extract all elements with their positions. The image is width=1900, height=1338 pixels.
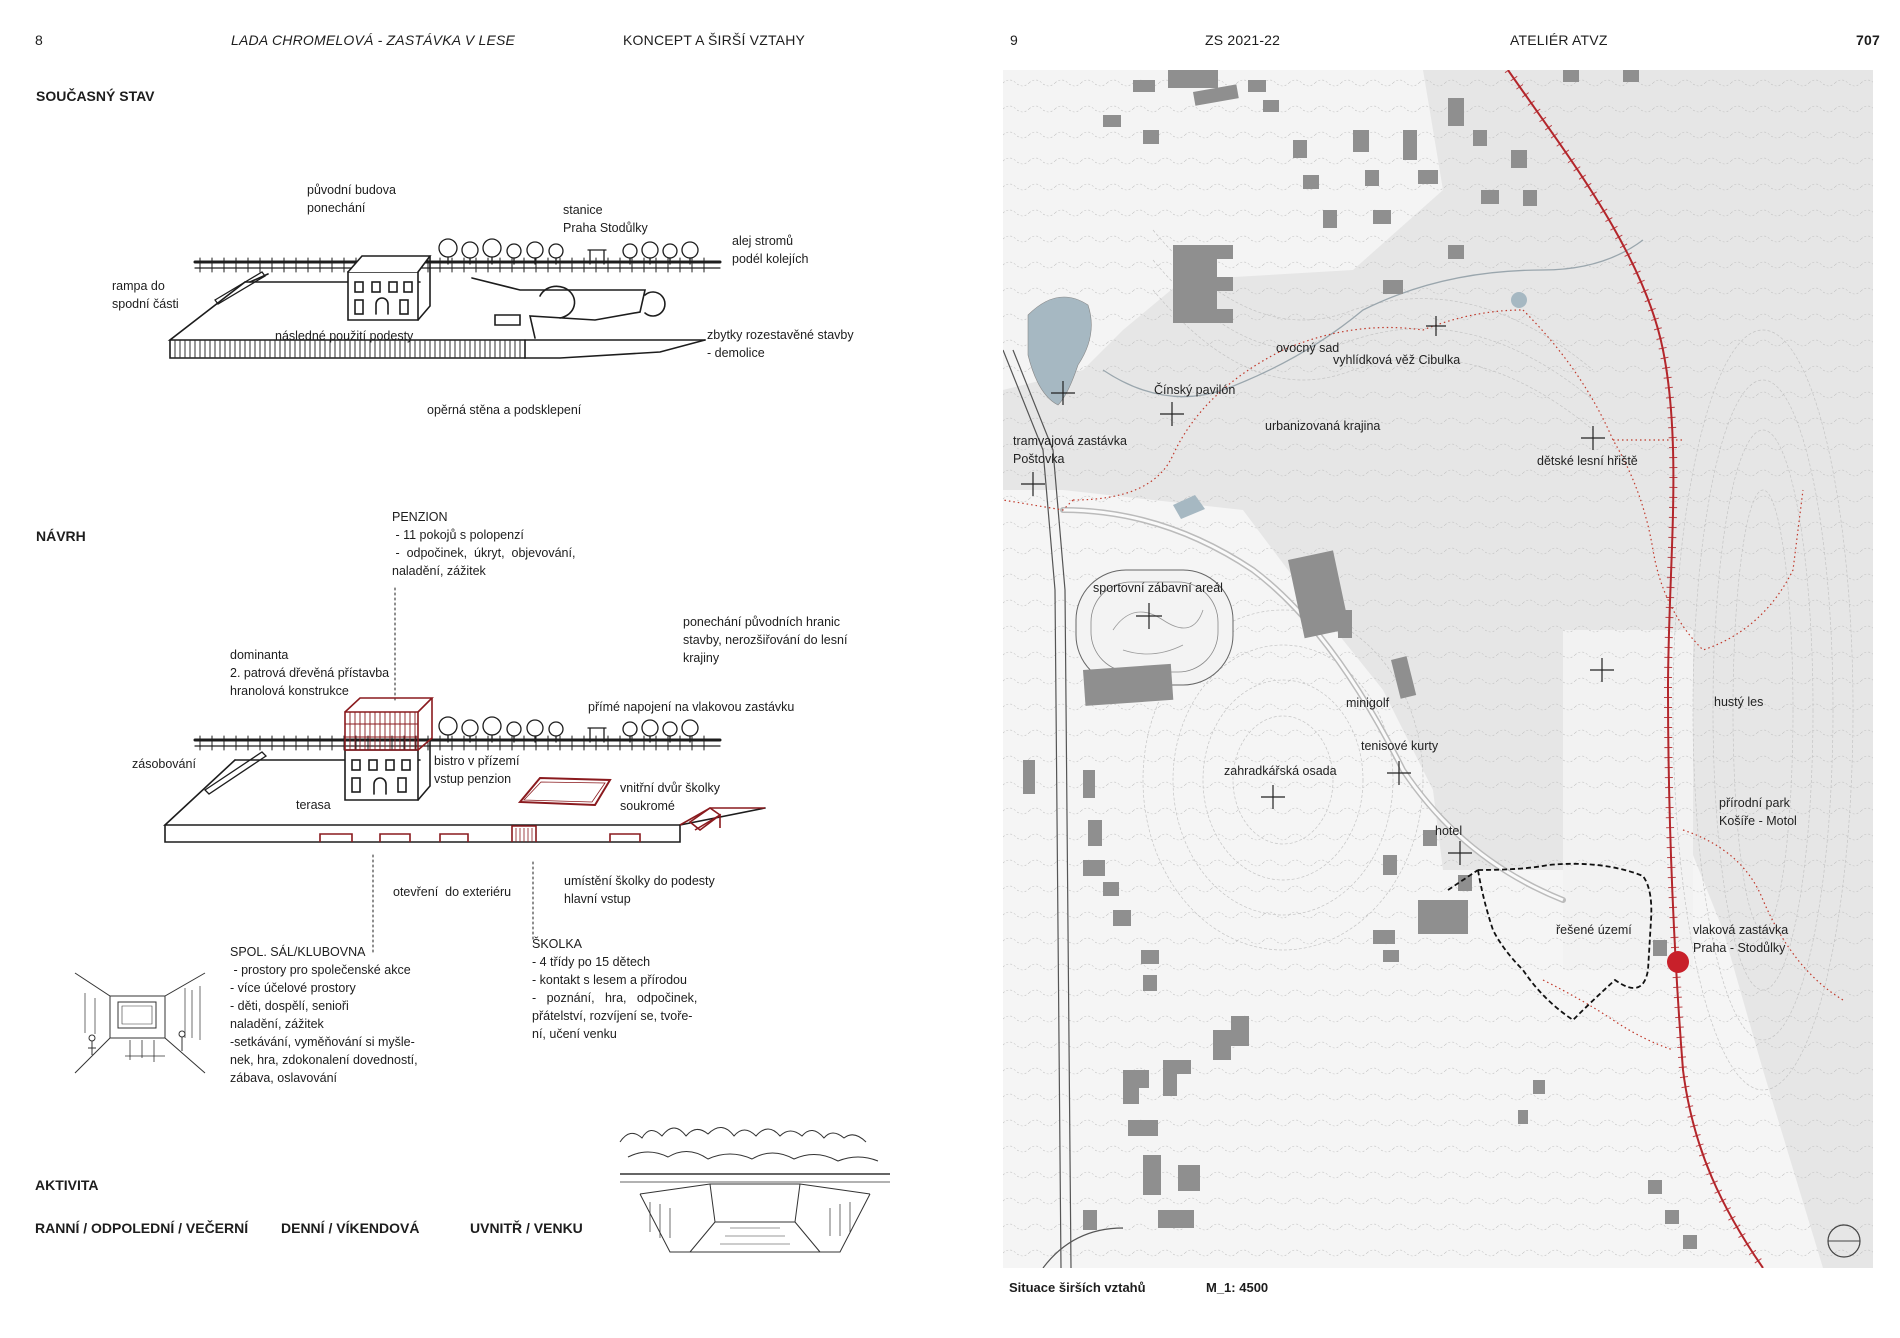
label-bistro: bistro v přízemí vstup penzion bbox=[434, 754, 520, 786]
map-label-hotel: hotel bbox=[1435, 824, 1463, 838]
map-label-train-stop: vlaková zastávka Praha - Stodůlky bbox=[1693, 923, 1789, 955]
activity-day-type: DENNÍ / VÍKENDOVÁ bbox=[281, 1220, 420, 1236]
activity-time-of-day: RANNÍ / ODPOLEDNÍ / VEČERNÍ bbox=[35, 1220, 249, 1236]
site-map: ovocný sad vyhlídková věž Cibulka Čínský… bbox=[1003, 70, 1873, 1268]
map-caption: Situace širších vztahů bbox=[1009, 1280, 1146, 1295]
label-kindergarten: ŠKOLKA - 4 třídy po 15 dětech - kontakt … bbox=[532, 937, 698, 1041]
label-remains: zbytky rozestavěné stavby - demolice bbox=[707, 328, 854, 360]
map-label-orchard: ovocný sad bbox=[1276, 341, 1340, 355]
project-number: 707 bbox=[1856, 32, 1880, 48]
map-label-urban-landscape: urbanizovaná krajina bbox=[1265, 419, 1381, 433]
map-label-solved-area: řešené území bbox=[1556, 923, 1632, 937]
label-retaining-wall: opěrná stěna a podsklepení bbox=[427, 403, 582, 417]
label-terrace: terasa bbox=[296, 798, 331, 812]
right-page-number: 9 bbox=[1010, 32, 1018, 48]
hall-interior-sketch bbox=[74, 972, 206, 1074]
activity-inside-outside: UVNITŘ / VENKU bbox=[470, 1220, 583, 1236]
proposal-sketch bbox=[162, 587, 766, 956]
section-current-state: SOUČASNÝ STAV bbox=[36, 88, 155, 104]
label-courtyard: vnitřní dvůr školky soukromé bbox=[620, 781, 721, 813]
label-opening: otevření do exteriéru bbox=[393, 885, 512, 899]
atelier: ATELIÉR ATVZ bbox=[1510, 32, 1608, 48]
site-map-drawing bbox=[1003, 70, 1873, 1268]
label-direct-link: přímé napojení na vlakovou zastávku bbox=[588, 700, 795, 714]
label-platform-use: následné použití podesty bbox=[275, 329, 414, 343]
label-original-building: původní budova ponechání bbox=[307, 183, 396, 215]
semester: ZS 2021-22 bbox=[1205, 32, 1281, 48]
map-label-tram-stop: tramvajová zastávka Poštovka bbox=[1013, 434, 1127, 466]
label-tree-alley: alej stromů podél kolejích bbox=[732, 234, 809, 266]
map-label-nature-park: přírodní park Košíře - Motol bbox=[1719, 796, 1797, 828]
current-state-sketch bbox=[167, 238, 722, 359]
garden-courtyard-sketch bbox=[619, 1127, 890, 1253]
map-label-tennis: tenisové kurty bbox=[1361, 739, 1439, 753]
map-label-dense-forest: hustý les bbox=[1714, 695, 1764, 709]
map-label-playground: dětské lesní hřiště bbox=[1537, 454, 1638, 468]
left-page-number: 8 bbox=[35, 32, 43, 48]
map-label-sports-area: sportovní zábavní areál bbox=[1093, 581, 1223, 595]
label-dominant: dominanta 2. patrová dřevěná přístavba h… bbox=[230, 648, 390, 698]
map-label-garden-colony: zahradkářská osada bbox=[1224, 764, 1337, 778]
label-kindergarten-place: umístění školky do podesty hlavní vstup bbox=[564, 874, 715, 906]
map-label-lookout: vyhlídková věž Cibulka bbox=[1333, 353, 1461, 367]
label-station: stanice Praha Stodůlky bbox=[563, 203, 648, 235]
label-hall: SPOL. SÁL/KLUBOVNA - prostory pro společ… bbox=[230, 945, 418, 1085]
label-supply: zásobování bbox=[132, 757, 196, 771]
label-boundaries: ponechání původních hranic stavby, neroz… bbox=[683, 615, 848, 665]
map-label-minigolf: minigolf bbox=[1346, 696, 1390, 710]
map-scale: M_1: 4500 bbox=[1206, 1280, 1269, 1295]
section-activity: AKTIVITA bbox=[35, 1177, 99, 1193]
label-penzion: PENZION - 11 pokojů s polopenzí - odpoči… bbox=[392, 510, 576, 578]
author-title: LADA CHROMELOVÁ - ZASTÁVKA V LESE bbox=[231, 32, 516, 48]
section-proposal: NÁVRH bbox=[36, 528, 86, 544]
label-ramp: rampa do spodní části bbox=[112, 279, 179, 311]
chapter-title: KONCEPT A ŠIRŠÍ VZTAHY bbox=[623, 32, 806, 48]
map-label-chinese-pavilion: Čínský pavilón bbox=[1154, 383, 1236, 397]
